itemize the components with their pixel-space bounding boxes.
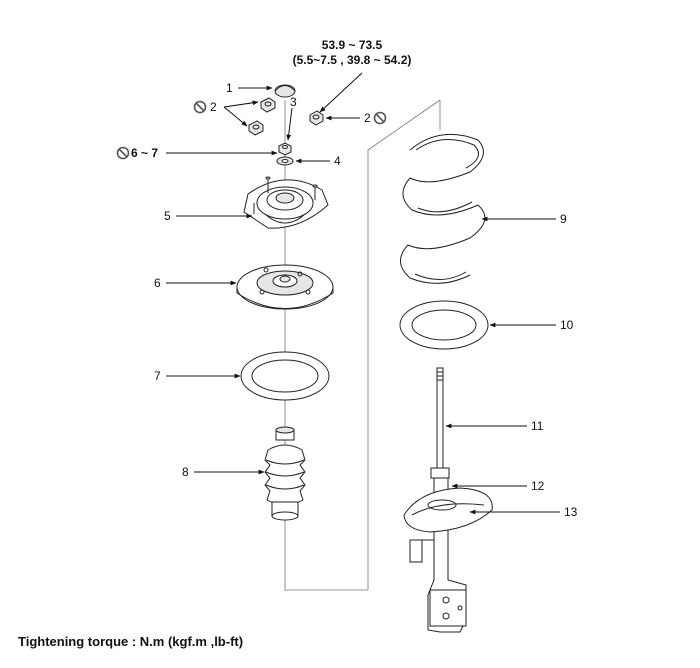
- torque-units-note: Tightening torque : N.m (kgf.m ,lb-ft): [18, 634, 244, 649]
- callout-11: 11: [531, 419, 544, 433]
- self-locking-nut-left-lower: [248, 120, 264, 136]
- callout-12: 12: [531, 479, 545, 493]
- dust-cap: [274, 84, 296, 98]
- self-locking-nut-right: [309, 110, 324, 126]
- self-locking-nut-left-upper: [260, 97, 276, 113]
- spring-lower-pad: [399, 300, 489, 350]
- coil-spring: [400, 133, 486, 284]
- replace-symbol-icon-3: [116, 146, 130, 160]
- nut-torque-value: 6 ~ 7: [131, 146, 158, 160]
- callout-13: 13: [564, 505, 578, 519]
- replace-symbol-icon-2: [373, 111, 387, 125]
- callout-5: 5: [164, 209, 171, 223]
- bumper-rubber: [264, 426, 306, 521]
- callout-4: 4: [334, 154, 341, 168]
- callout-7: 7: [154, 369, 161, 383]
- spring-upper-pad: [240, 351, 330, 401]
- callout-2-right: 2: [364, 111, 371, 125]
- callout-10: 10: [560, 318, 574, 332]
- strut-assembly: [403, 367, 493, 633]
- callout-6: 6: [154, 276, 161, 290]
- callout-9: 9: [560, 212, 567, 226]
- strut-insulator: [243, 176, 329, 229]
- callout-8: 8: [182, 465, 189, 479]
- lock-nut: [278, 142, 292, 156]
- callout-3: 3: [290, 95, 297, 109]
- leader-lines: [166, 72, 560, 515]
- spring-upper-seat: [236, 264, 334, 310]
- torque-value-line1: 53.9 ~ 73.5: [322, 38, 383, 52]
- callout-1: 1: [226, 81, 233, 95]
- torque-value-line2: (5.5~7.5 , 39.8 ~ 54.2): [293, 53, 412, 67]
- replace-symbol-icon-1: [193, 100, 207, 114]
- washer: [276, 156, 294, 166]
- callout-2-left: 2: [210, 100, 217, 114]
